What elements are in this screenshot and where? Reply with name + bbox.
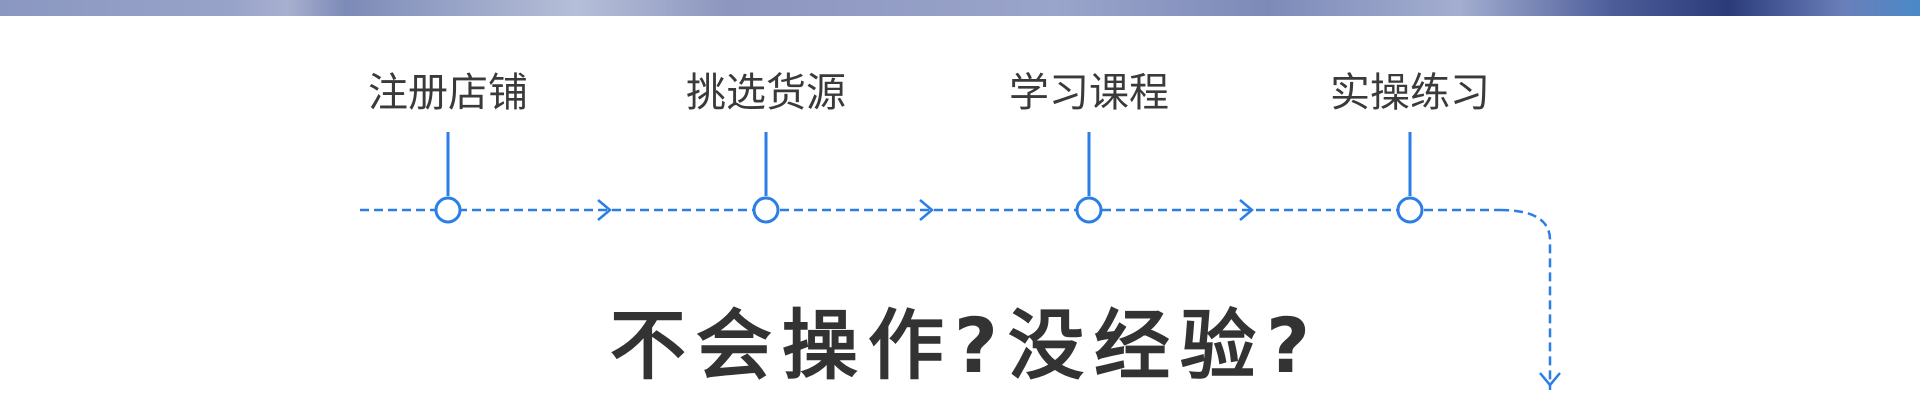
arrow-down-icon: [1539, 372, 1561, 387]
step-node-icon: [752, 196, 780, 224]
step-node-icon: [1075, 196, 1103, 224]
step-node-icon: [1396, 196, 1424, 224]
headline: 不会操作?没经验?: [609, 301, 1321, 390]
step-label-select-goods: 挑选货源: [686, 70, 846, 116]
step-label-practice: 实操练习: [1330, 70, 1490, 116]
step-node-icon: [434, 196, 462, 224]
arrow-right-icon: [919, 199, 934, 221]
top-banner-image: [0, 0, 1920, 16]
arrow-right-icon: [1239, 199, 1254, 221]
arrow-right-icon: [597, 199, 612, 221]
step-label-register-store: 注册店铺: [368, 70, 528, 116]
step-label-study-courses: 学习课程: [1009, 70, 1169, 116]
